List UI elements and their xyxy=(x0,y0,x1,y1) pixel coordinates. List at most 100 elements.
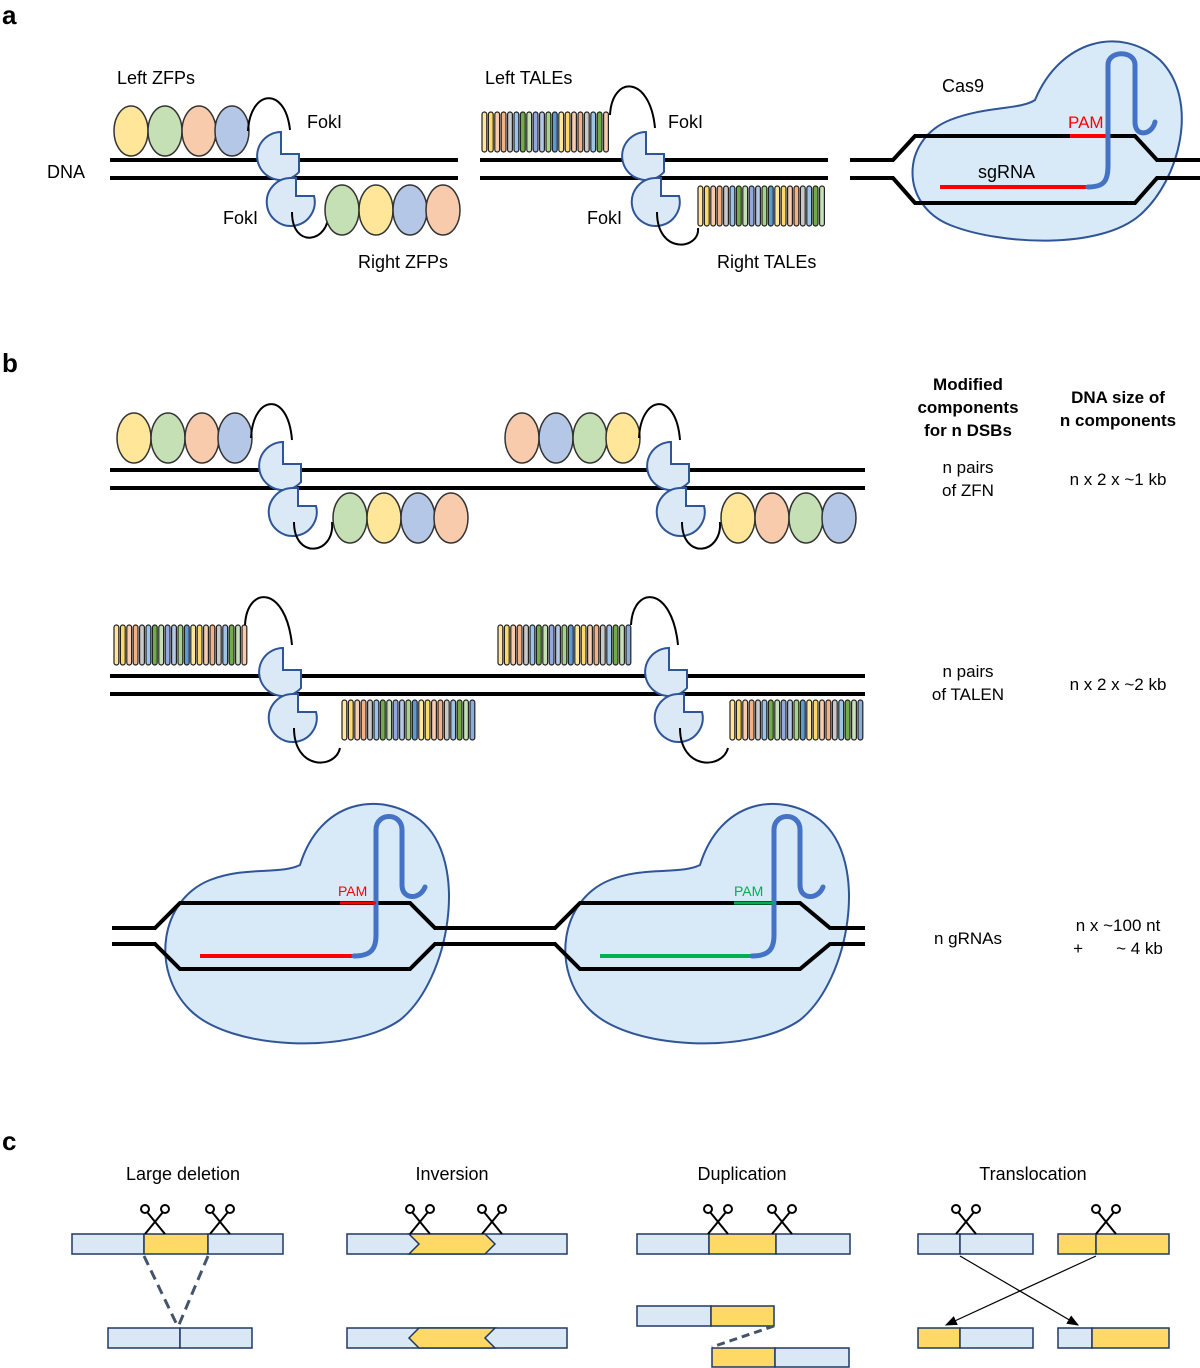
tale-repeat xyxy=(548,624,555,666)
panel-a-letter: a xyxy=(2,0,17,30)
tale-repeat xyxy=(241,624,248,666)
scissors-icon xyxy=(1091,1204,1121,1235)
tale-repeat xyxy=(443,699,450,741)
tale-repeat xyxy=(164,624,171,666)
tale-repeat xyxy=(119,624,126,666)
tale-repeat xyxy=(812,699,819,741)
right-tales xyxy=(697,185,825,227)
tale-repeat xyxy=(158,624,165,666)
tale-repeat xyxy=(228,624,235,666)
tale-repeat xyxy=(793,185,800,227)
svg-text:components: components xyxy=(917,398,1018,417)
tale-repeat xyxy=(456,699,463,741)
tale-repeat xyxy=(774,699,781,741)
tale-repeat xyxy=(373,699,380,741)
tale-repeat xyxy=(761,185,768,227)
svg-text:Modified: Modified xyxy=(933,375,1003,394)
tale-repeat xyxy=(570,111,577,153)
tale-repeat xyxy=(497,624,504,666)
tale-repeat xyxy=(574,624,581,666)
tale-repeat xyxy=(209,624,216,666)
tale-repeat xyxy=(748,185,755,227)
tale-repeat xyxy=(590,111,597,153)
tale-repeat xyxy=(437,699,444,741)
tale-repeat xyxy=(526,111,533,153)
tale-repeat xyxy=(742,699,749,741)
tale-repeat xyxy=(596,111,603,153)
svg-text:DNA size of: DNA size of xyxy=(1071,388,1165,407)
cas9-complex-a: Cas9 PAM sgRNA xyxy=(850,40,1200,242)
cas9-label: Cas9 xyxy=(942,76,984,96)
tale-repeat xyxy=(564,111,571,153)
tale-repeat xyxy=(215,624,222,666)
tale-repeat xyxy=(742,185,749,227)
foki-label-top: FokI xyxy=(307,112,342,132)
tale-repeat xyxy=(850,699,857,741)
left-zfps-label: Left ZFPs xyxy=(117,68,195,88)
tale-repeat xyxy=(625,624,632,666)
tale-repeat xyxy=(542,624,549,666)
duplication-diagram xyxy=(636,1204,851,1368)
zfn-pair-a: DNA Left ZFPs FokI FokI Right ZFPs xyxy=(47,68,461,272)
tale-repeat xyxy=(812,185,819,227)
tale-repeat xyxy=(754,699,761,741)
dna-label: DNA xyxy=(47,162,85,182)
tale-repeat xyxy=(697,185,704,227)
tale-repeat xyxy=(139,624,146,666)
tale-repeat xyxy=(418,699,425,741)
table-header-components: Modified components for n DSBs xyxy=(917,375,1018,440)
tale-repeat xyxy=(722,185,729,227)
tale-repeat xyxy=(500,111,507,153)
cas9-shape xyxy=(911,40,1183,242)
tale-repeat xyxy=(177,624,184,666)
scissors-icon xyxy=(140,1204,170,1235)
panel-c-letter: c xyxy=(2,1126,16,1156)
tale-repeat xyxy=(799,185,806,227)
zfn-row-b xyxy=(110,403,865,550)
foki-label-bottom-talen: FokI xyxy=(587,208,622,228)
tale-repeat xyxy=(222,624,229,666)
tale-repeat xyxy=(735,699,742,741)
tale-repeat xyxy=(386,699,393,741)
tale-repeat xyxy=(411,699,418,741)
tale-repeat xyxy=(463,699,470,741)
tale-repeat xyxy=(761,699,768,741)
talen-row-text: n pairs of TALEN n x 2 x ~2 kb xyxy=(932,662,1167,704)
scissors-icon xyxy=(767,1204,797,1235)
tale-repeat xyxy=(379,699,386,741)
grna-row-text: n gRNAs n x ~100 nt + ~ 4 kb xyxy=(934,916,1163,958)
translocation-diagram xyxy=(917,1204,1170,1349)
foki-upper xyxy=(256,130,300,181)
tale-repeat xyxy=(538,111,545,153)
tale-repeat xyxy=(786,185,793,227)
title-duplication: Duplication xyxy=(697,1164,786,1184)
sgrna-label: sgRNA xyxy=(978,162,1035,182)
tale-repeat xyxy=(516,624,523,666)
foki-upper-talen xyxy=(621,130,665,181)
tale-repeat xyxy=(780,185,787,227)
svg-text:n pairs: n pairs xyxy=(942,458,993,477)
tale-repeat xyxy=(203,624,210,666)
svg-text:n gRNAs: n gRNAs xyxy=(934,929,1002,948)
title-inversion: Inversion xyxy=(415,1164,488,1184)
tale-repeat xyxy=(535,624,542,666)
scissors-icon xyxy=(703,1204,733,1235)
tale-repeat xyxy=(618,624,625,666)
tale-repeat xyxy=(586,624,593,666)
tale-repeat xyxy=(360,699,367,741)
cas9-row-b: PAM PAM xyxy=(112,802,865,1045)
tale-repeat xyxy=(554,624,561,666)
tale-repeat xyxy=(774,185,781,227)
title-large-deletion: Large deletion xyxy=(126,1164,240,1184)
tale-repeat xyxy=(405,699,412,741)
tale-repeat xyxy=(593,624,600,666)
tale-repeat xyxy=(831,699,838,741)
tale-repeat xyxy=(806,185,813,227)
tale-repeat xyxy=(793,699,800,741)
tale-repeat xyxy=(171,624,178,666)
tale-repeat xyxy=(818,185,825,227)
inversion-diagram xyxy=(346,1204,568,1349)
tale-repeat xyxy=(151,624,158,666)
tale-repeat xyxy=(392,699,399,741)
